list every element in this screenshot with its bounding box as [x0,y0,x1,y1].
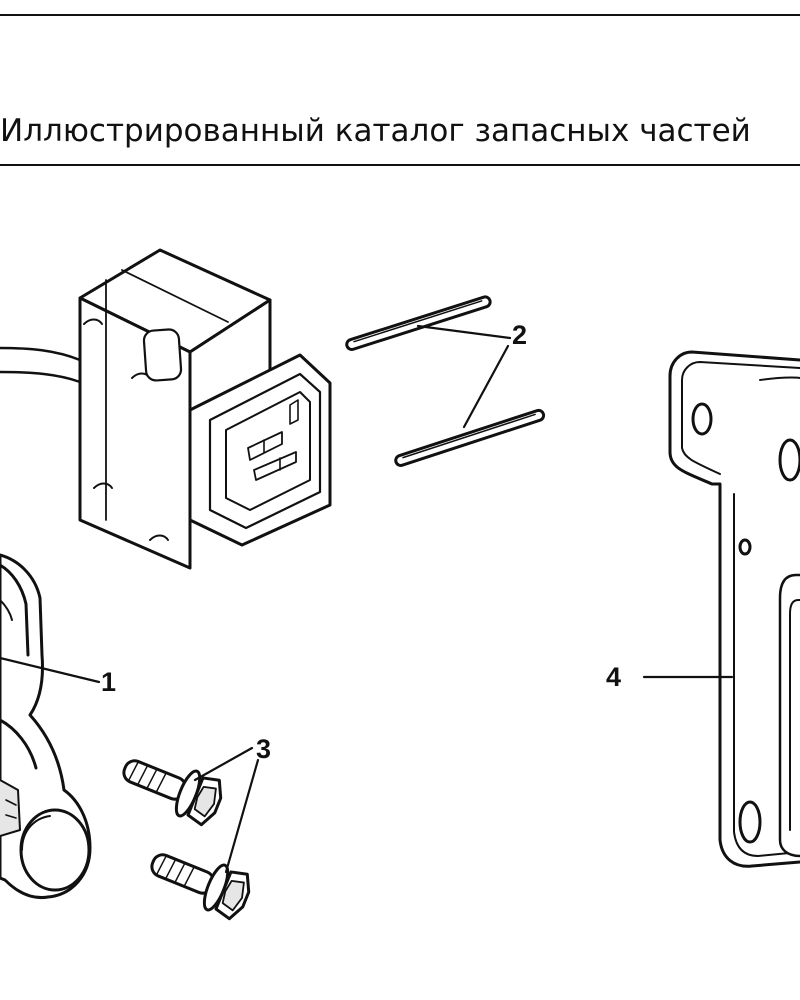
callout-3: 3 [256,734,272,764]
part-2-pins [345,295,546,467]
callout-1: 1 [101,667,117,697]
part-4-bracket [668,350,800,868]
leader-line-1 [0,656,101,684]
leader-line-3 [193,746,260,874]
title-rule [0,164,800,166]
leader-line-2 [416,324,512,429]
connector-housing [0,248,332,570]
callout-2: 2 [512,320,528,350]
top-rule [0,14,800,16]
part-1-actuator [0,553,92,900]
part-3-bolts [122,759,251,921]
page-title: Иллюстрированный каталог запасных частей [0,113,751,149]
callout-4: 4 [606,662,622,692]
